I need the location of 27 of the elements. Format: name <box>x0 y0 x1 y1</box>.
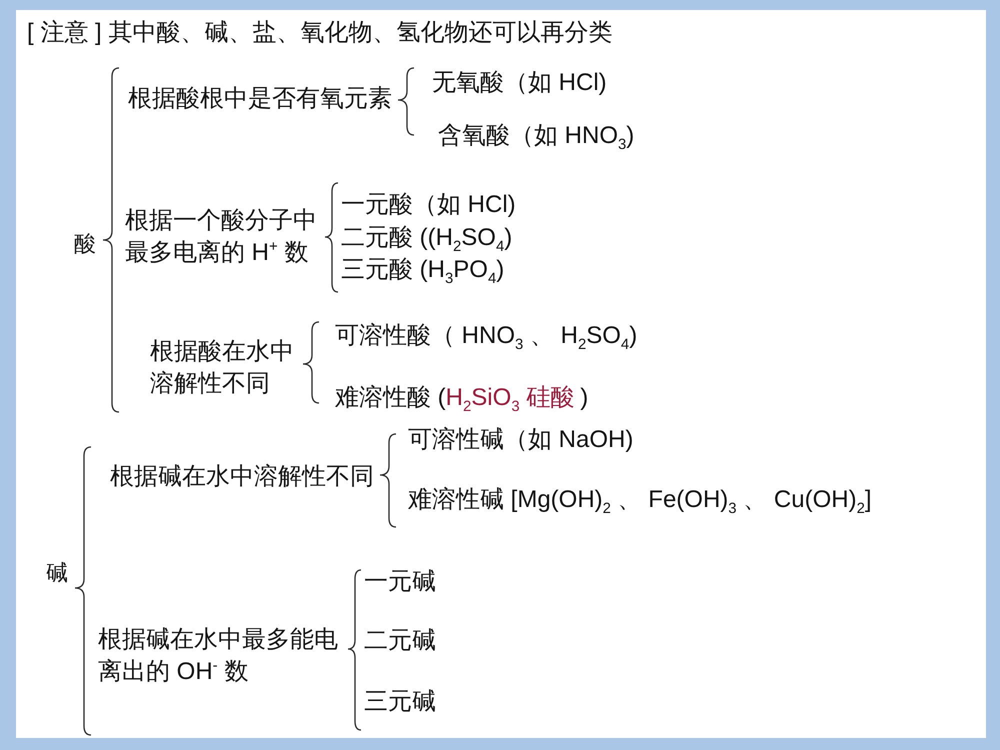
brace <box>324 182 339 293</box>
criterion-label: 根据碱在水中最多能电离出的 OH$^{-}$ 数 <box>98 624 342 688</box>
subtype-label: 二元碱 <box>364 625 436 657</box>
subtype-label: 三元酸 (H$_{3}$PO$_{4}$) <box>341 254 504 286</box>
criterion-label: 根据酸在水中溶解性不同 <box>150 336 296 400</box>
criterion-label: 根据碱在水中溶解性不同 <box>110 461 374 493</box>
criterion-label: 根据酸根中是否有氧元素 <box>128 83 392 115</box>
brace <box>397 67 415 136</box>
subtype-label: 可溶性酸（ HNO$_{3}$ 、 H$_{2}$SO$_{4}$) <box>335 320 638 352</box>
brace <box>347 569 362 731</box>
note-heading: [ 注意 ] 其中酸、碱、盐、氧化物、氢化物还可以再分类 <box>27 18 612 48</box>
brace <box>102 67 120 413</box>
subtype-label: 含氧酸（如 HNO$_{3}$) <box>438 120 634 152</box>
category-label: 碱 <box>46 557 68 589</box>
brace <box>379 433 397 528</box>
subtype-label: 一元碱 <box>364 566 436 598</box>
subtype-label: 一元酸（如 HCl) <box>341 189 516 221</box>
subtype-label: 可溶性碱（如 NaOH) <box>408 424 634 456</box>
subtype-label: 无氧酸（如 HCl) <box>432 67 607 99</box>
subtype-label: 三元碱 <box>364 686 436 718</box>
category-label: 酸 <box>74 228 96 260</box>
brace <box>74 446 92 736</box>
subtype-label: 难溶性酸 (H$_{2}$SiO$_{3}$ 硅酸 ) <box>335 382 588 414</box>
subtype-label: 难溶性碱 [Mg(OH)$_{2}$ 、 Fe(OH)$_{3}$ 、 Cu(OH)$_{2}$] <box>408 484 872 516</box>
brace <box>302 321 320 404</box>
criterion-label: 根据一个酸分子中最多电离的 H$^{+}$ 数 <box>125 205 319 269</box>
subtype-label: 二元酸 ((H$_{2}$SO$_{4}$) <box>341 222 512 254</box>
